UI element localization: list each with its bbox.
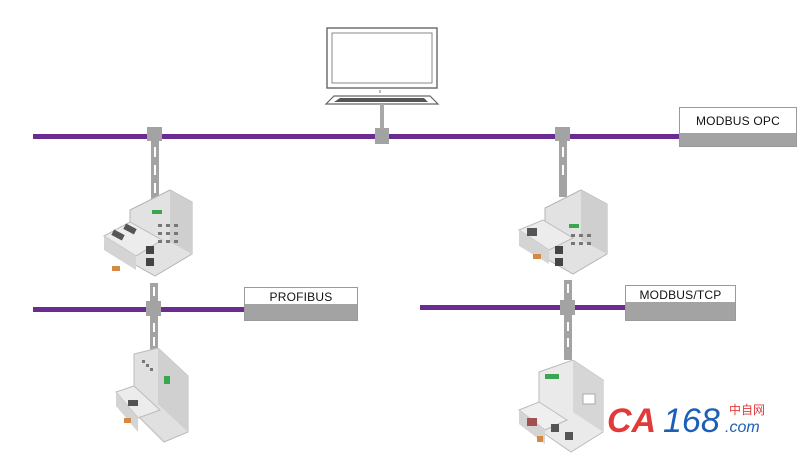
right-plc-controller-icon <box>517 189 608 275</box>
watermark-brand-number: 168 <box>663 402 720 438</box>
watermark-brand-ca: CA <box>607 402 656 438</box>
modbus-opc-label: MODBUS OPC <box>679 107 797 147</box>
profibus-label: PROFIBUS <box>244 287 358 321</box>
left-plc-controller-icon <box>103 189 193 277</box>
left-fieldbus-coupler-icon <box>115 348 189 443</box>
profibus-bus-line <box>33 307 248 312</box>
modbus-tcp-label: MODBUS/TCP <box>625 285 736 321</box>
right-fieldbus-coupler-icon <box>517 360 604 453</box>
workstation-connector <box>375 128 389 144</box>
profibus-label-text: PROFIBUS <box>269 290 333 304</box>
left-controller-drop-rail <box>147 127 162 211</box>
modbus-tcp-bus-line <box>420 305 630 310</box>
ca168-watermark-logo: CA 168 中自网 .com <box>607 400 782 443</box>
watermark-suffix: .com <box>725 419 760 436</box>
modbus-tcp-label-text: MODBUS/TCP <box>639 288 722 302</box>
left-coupler-drop-rail <box>146 283 161 351</box>
right-coupler-drop-rail <box>560 280 575 360</box>
modbus-opc-bus-line <box>33 134 683 139</box>
watermark-cn: 中自网 <box>729 402 765 417</box>
right-controller-drop-rail <box>555 127 570 197</box>
modbus-opc-label-text: MODBUS OPC <box>695 114 780 128</box>
computer-workstation-icon <box>324 27 440 112</box>
workstation-drop-line <box>380 104 384 129</box>
